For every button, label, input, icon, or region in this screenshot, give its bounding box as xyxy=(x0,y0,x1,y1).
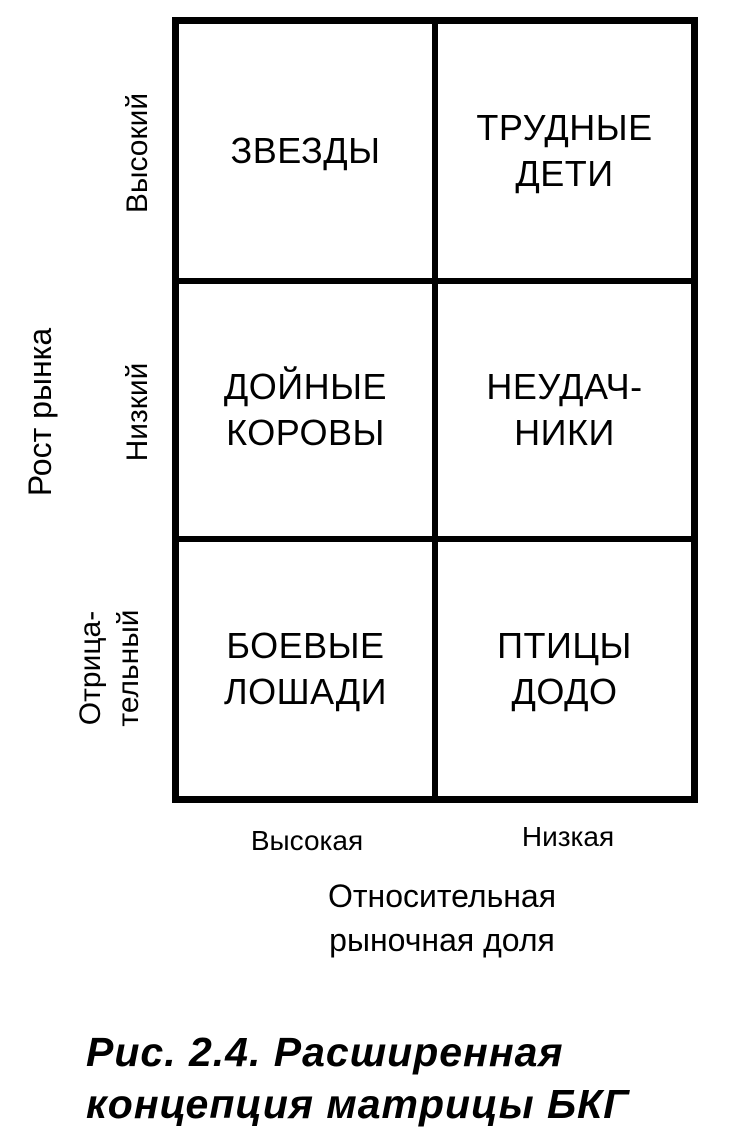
cell-war-horses: БОЕВЫЕ ЛОШАДИ xyxy=(179,538,435,796)
cell-label: ТРУДНЫЕ ДЕТИ xyxy=(476,107,653,195)
cell-label: ДОЙНЫЕ КОРОВЫ xyxy=(223,365,388,453)
column-label-low: Низкая xyxy=(521,821,615,852)
cell-cash-cows: ДОЙНЫЕ КОРОВЫ xyxy=(179,281,435,539)
cell-problem-children: ТРУДНЫЕ ДЕТИ xyxy=(435,24,691,282)
row-label-negative: Отрица- тельный xyxy=(74,609,145,727)
cell-label: ЗВЕЗДЫ xyxy=(230,130,381,172)
bcg-matrix-grid: ЗВЕЗДЫ ТРУДНЫЕ ДЕТИ ДОЙНЫЕ КОРОВЫ НЕУДАЧ… xyxy=(172,17,698,803)
cell-stars: ЗВЕЗДЫ xyxy=(179,24,435,282)
cell-dogs: НЕУДАЧ- НИКИ xyxy=(435,281,691,539)
x-axis-title: Относительная рыночная доля xyxy=(327,878,557,958)
cell-label: ПТИЦЫ ДОДО xyxy=(497,624,632,712)
cell-label: НЕУДАЧ- НИКИ xyxy=(486,365,643,453)
column-label-high: Высокая xyxy=(250,825,364,856)
cell-dodo-birds: ПТИЦЫ ДОДО xyxy=(435,538,691,796)
row-label-high: Высокий xyxy=(121,92,154,214)
cell-label: БОЕВЫЕ ЛОШАДИ xyxy=(223,624,388,712)
figure-caption: Рис. 2.4. Расширенная концепция матрицы … xyxy=(86,1029,630,1127)
y-axis-title: Рост рынка xyxy=(22,327,58,497)
row-label-low: Низкий xyxy=(121,362,154,462)
